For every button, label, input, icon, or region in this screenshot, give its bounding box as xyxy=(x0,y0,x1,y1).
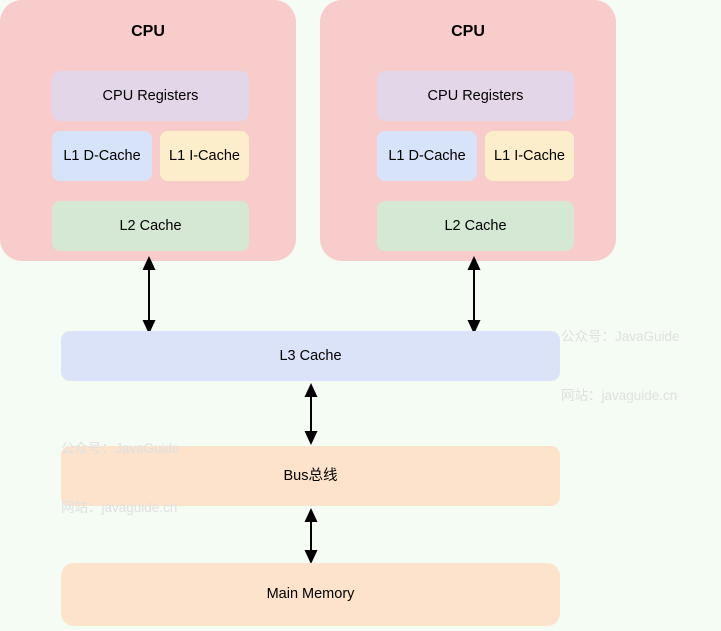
watermark-top-right: 公众号：JavaGuide 网站：javaguide.cn xyxy=(561,288,680,445)
cpu-package-2-title: CPU xyxy=(451,23,485,40)
arrow-bus-to-memory xyxy=(302,508,320,564)
cpu-1-l1-i-cache: L1 I-Cache xyxy=(160,131,249,181)
cpu-2-registers: CPU Registers xyxy=(377,71,574,121)
arrow-cpu2-to-l3 xyxy=(465,256,483,334)
cpu-1-l1-d-cache: L1 D-Cache xyxy=(52,131,152,181)
arrow-l3-to-bus xyxy=(302,383,320,445)
watermark-mid-left: 公众号：JavaGuide 网站：javaguide.cn xyxy=(61,400,180,557)
l3-cache-block: L3 Cache xyxy=(61,331,560,381)
cpu-2-l2-cache: L2 Cache xyxy=(377,201,574,251)
cpu-2-l1-i-cache: L1 I-Cache xyxy=(485,131,574,181)
watermark-mid-left-line1: 公众号：JavaGuide xyxy=(61,441,180,457)
arrow-cpu1-to-l3 xyxy=(140,256,158,334)
watermark-mid-left-line2: 网站：javaguide.cn xyxy=(61,499,178,515)
cpu-1-l2-cache: L2 Cache xyxy=(52,201,249,251)
bus-block: Bus总线 xyxy=(61,446,560,506)
watermark-top-right-line1: 公众号：JavaGuide xyxy=(561,329,680,345)
cpu-1-registers: CPU Registers xyxy=(52,71,249,121)
cpu-2-l1-d-cache: L1 D-Cache xyxy=(377,131,477,181)
cpu-package-1-title: CPU xyxy=(131,23,165,40)
watermark-top-right-line2: 网站：javaguide.cn xyxy=(561,387,678,403)
main-memory-block: Main Memory xyxy=(61,563,560,626)
